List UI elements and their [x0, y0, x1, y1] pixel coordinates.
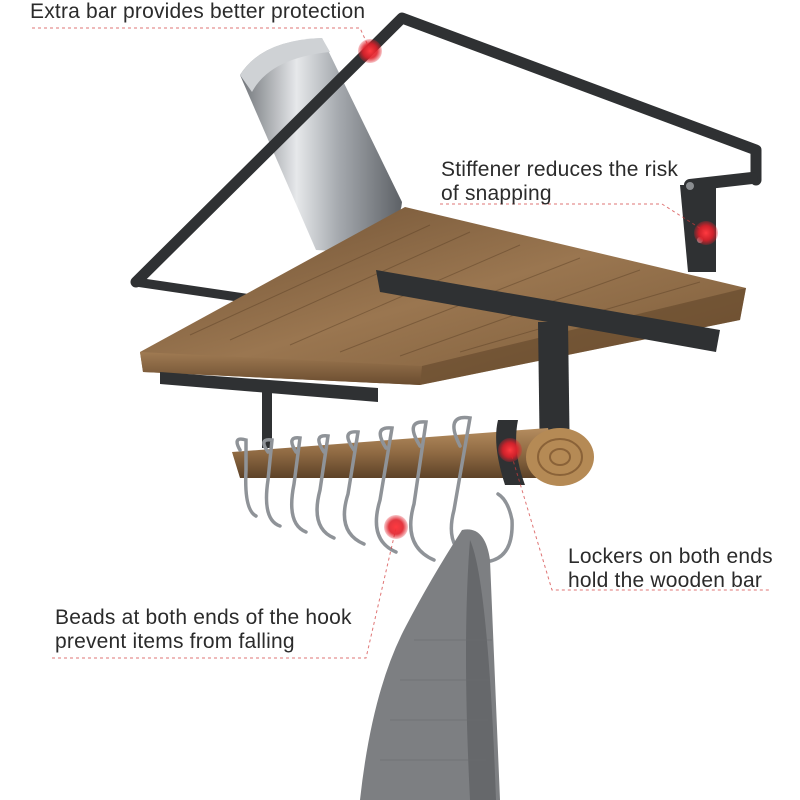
callout-text: Lockers on both ends [568, 545, 773, 568]
marker-extra-bar [358, 39, 382, 63]
extra-bar [130, 12, 762, 288]
callout-extra-bar: Extra bar provides better protection [30, 0, 365, 24]
marker-stiffener [694, 221, 718, 245]
callout-stiffener: Stiffener reduces the risk of snapping [441, 158, 678, 206]
callout-text: hold the wooden bar [568, 569, 763, 592]
marker-locker [498, 438, 522, 462]
callout-text: Beads at both ends of the hook [55, 606, 352, 629]
red-markers [358, 39, 718, 539]
callout-text: prevent items from falling [55, 630, 295, 653]
wooden-bar [232, 420, 594, 486]
callout-text: of snapping [441, 182, 552, 205]
can [240, 38, 402, 252]
marker-bead [384, 515, 408, 539]
callout-text: Stiffener reduces the risk [441, 158, 679, 181]
callout-beads: Beads at both ends of the hook prevent i… [55, 606, 352, 654]
towel [360, 529, 500, 800]
metal-frame [130, 12, 762, 305]
callout-text: Extra bar provides better protection [30, 0, 366, 23]
callout-lockers: Lockers on both ends hold the wooden bar [568, 545, 773, 593]
